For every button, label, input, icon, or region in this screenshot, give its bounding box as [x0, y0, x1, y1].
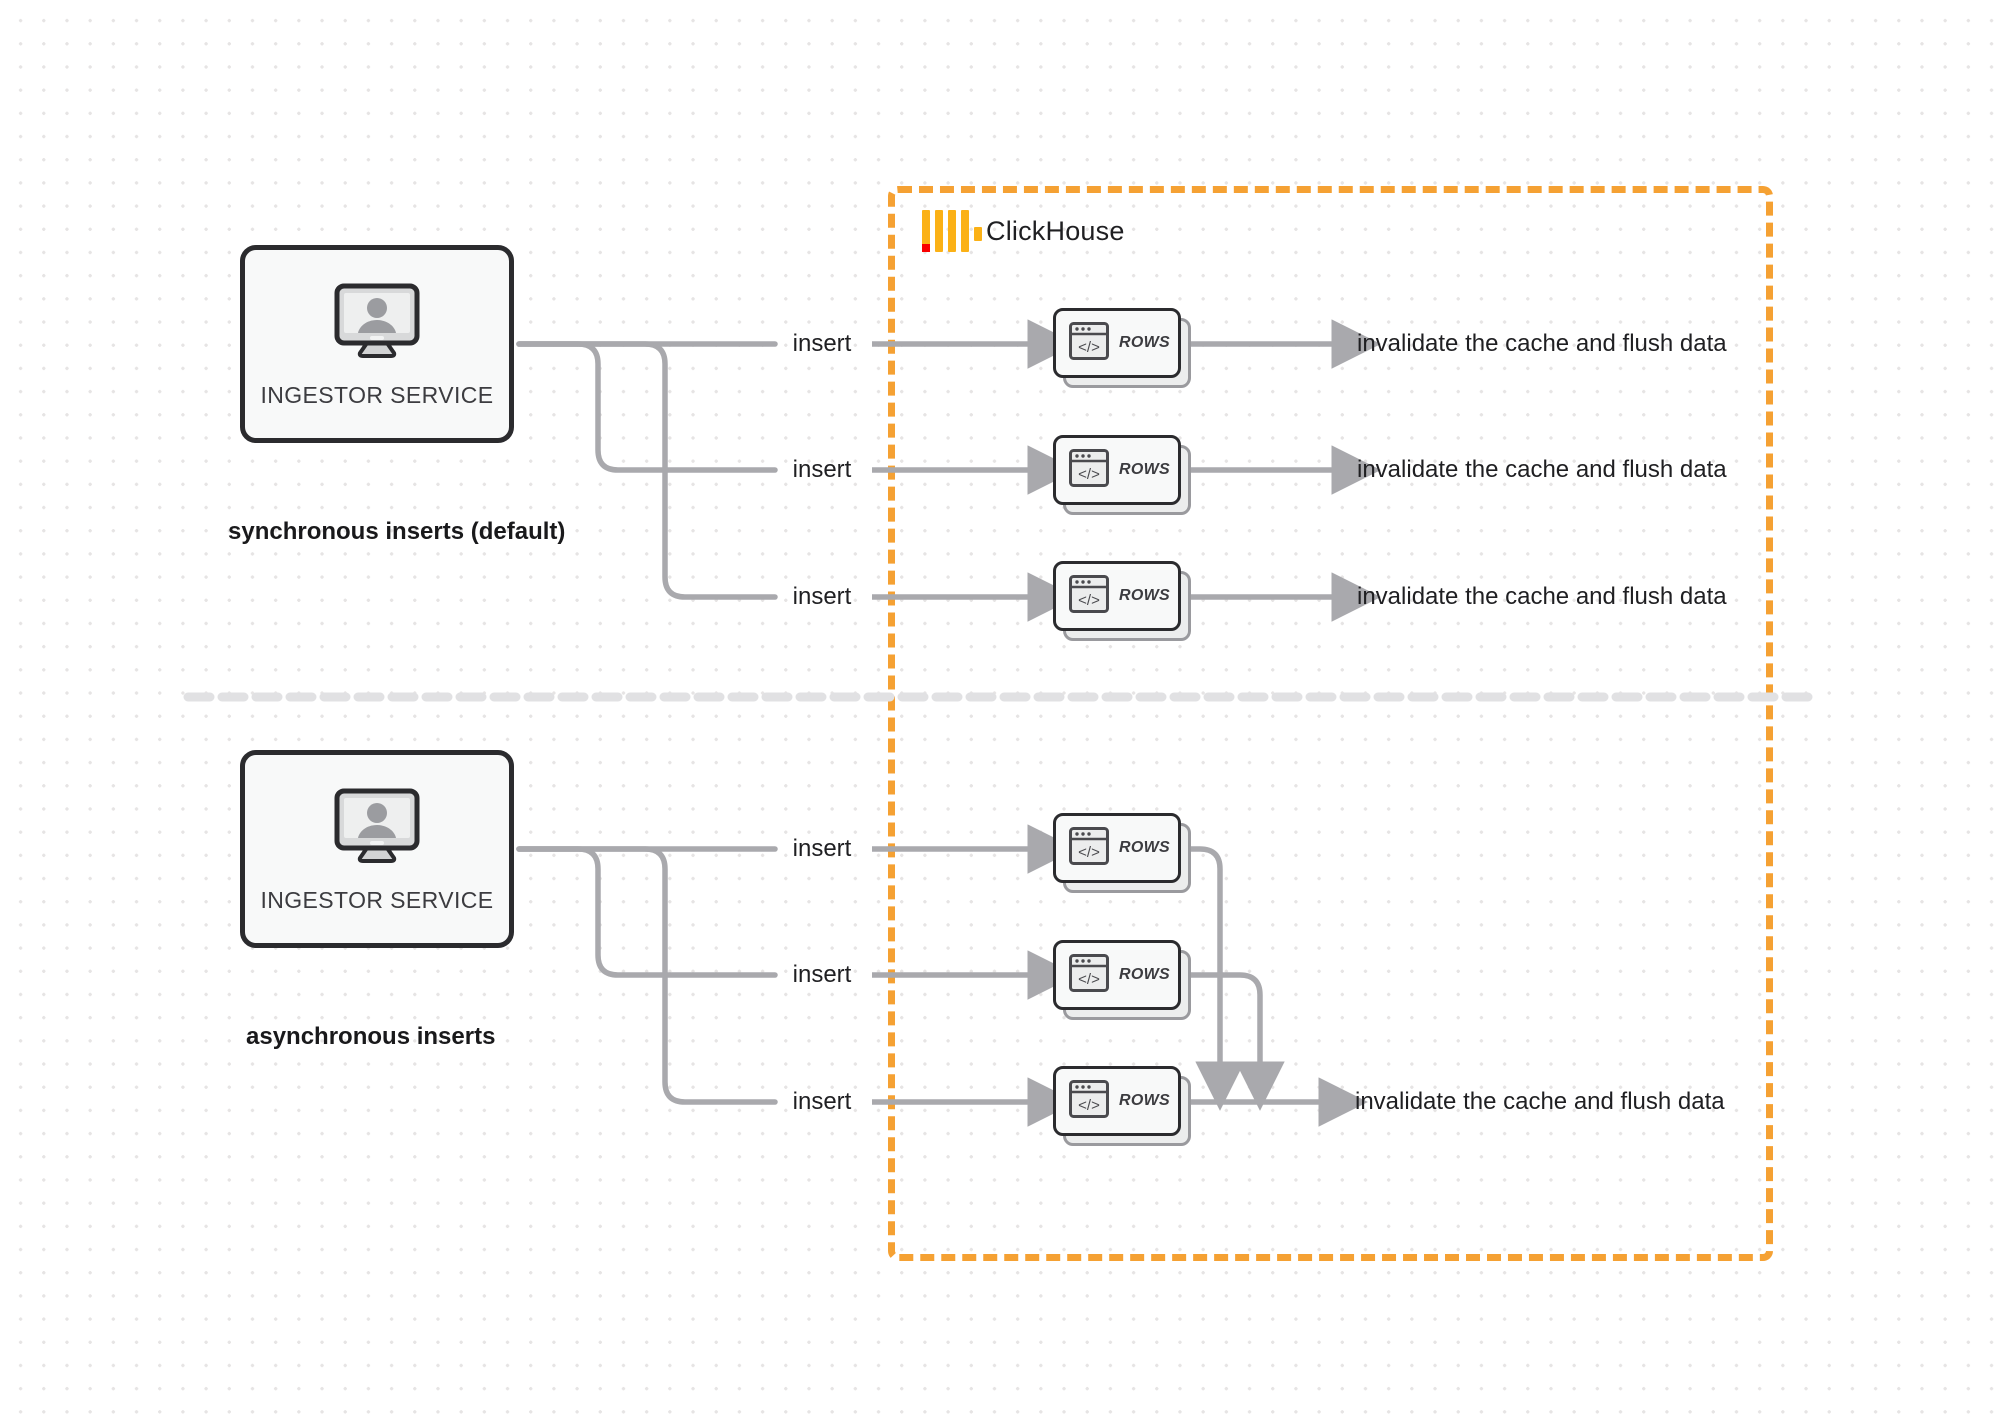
rows-card-async-2[interactable]: </> ROWS	[1053, 940, 1193, 1022]
code-window-icon: </>	[1068, 574, 1110, 619]
svg-text:</>: </>	[1078, 1097, 1100, 1114]
rows-card-label: ROWS	[1119, 839, 1170, 856]
rows-card-sync-3[interactable]: </> ROWS	[1053, 561, 1193, 643]
rows-card-label: ROWS	[1119, 461, 1170, 478]
code-window-icon: </>	[1068, 953, 1110, 998]
rows-card-async-3[interactable]: </> ROWS	[1053, 1066, 1193, 1148]
svg-text:</>: </>	[1078, 592, 1100, 609]
result-label-sync-3: invalidate the cache and flush data	[1357, 583, 1727, 610]
rows-card-label: ROWS	[1119, 587, 1170, 604]
result-label-async-merged: invalidate the cache and flush data	[1355, 1088, 1725, 1115]
svg-text:</>: </>	[1078, 971, 1100, 988]
rows-card-label: ROWS	[1119, 966, 1170, 983]
code-window-icon: </>	[1068, 448, 1110, 493]
insert-label-sync-1: insert	[792, 330, 852, 357]
insert-label-sync-3: insert	[792, 583, 852, 610]
sync-fanout	[516, 341, 778, 600]
clickhouse-boundary	[888, 186, 1773, 1261]
clickhouse-logo-icon	[922, 210, 982, 252]
rows-card-async-1[interactable]: </> ROWS	[1053, 813, 1193, 895]
monitor-user-icon	[334, 283, 420, 366]
ingestor-service-label: INGESTOR SERVICE	[260, 887, 494, 913]
svg-text:</>: </>	[1078, 466, 1100, 483]
result-label-sync-1: invalidate the cache and flush data	[1357, 330, 1727, 357]
svg-text:</>: </>	[1078, 844, 1100, 861]
ingestor-service-label: INGESTOR SERVICE	[260, 382, 494, 408]
monitor-user-icon	[334, 788, 420, 871]
rows-card-label: ROWS	[1119, 334, 1170, 351]
insert-label-async-1: insert	[792, 835, 852, 862]
ingestor-service-node-sync[interactable]: INGESTOR SERVICE	[240, 245, 514, 443]
insert-label-async-2: insert	[792, 961, 852, 988]
code-window-icon: </>	[1068, 321, 1110, 366]
insert-label-async-3: insert	[792, 1088, 852, 1115]
result-label-sync-2: invalidate the cache and flush data	[1357, 456, 1727, 483]
rows-card-label: ROWS	[1119, 1092, 1170, 1109]
rows-card-sync-2[interactable]: </> ROWS	[1053, 435, 1193, 517]
section-caption-synchronous: synchronous inserts (default)	[228, 518, 566, 545]
section-caption-asynchronous: asynchronous inserts	[246, 1023, 496, 1050]
ingestor-service-node-async[interactable]: INGESTOR SERVICE	[240, 750, 514, 948]
svg-text:</>: </>	[1078, 339, 1100, 356]
rows-card-sync-1[interactable]: </> ROWS	[1053, 308, 1193, 390]
code-window-icon: </>	[1068, 826, 1110, 871]
clickhouse-brand: ClickHouse	[922, 210, 1125, 252]
clickhouse-brand-label: ClickHouse	[986, 215, 1125, 246]
code-window-icon: </>	[1068, 1079, 1110, 1124]
insert-label-sync-2: insert	[792, 456, 852, 483]
async-fanout	[516, 846, 778, 1105]
